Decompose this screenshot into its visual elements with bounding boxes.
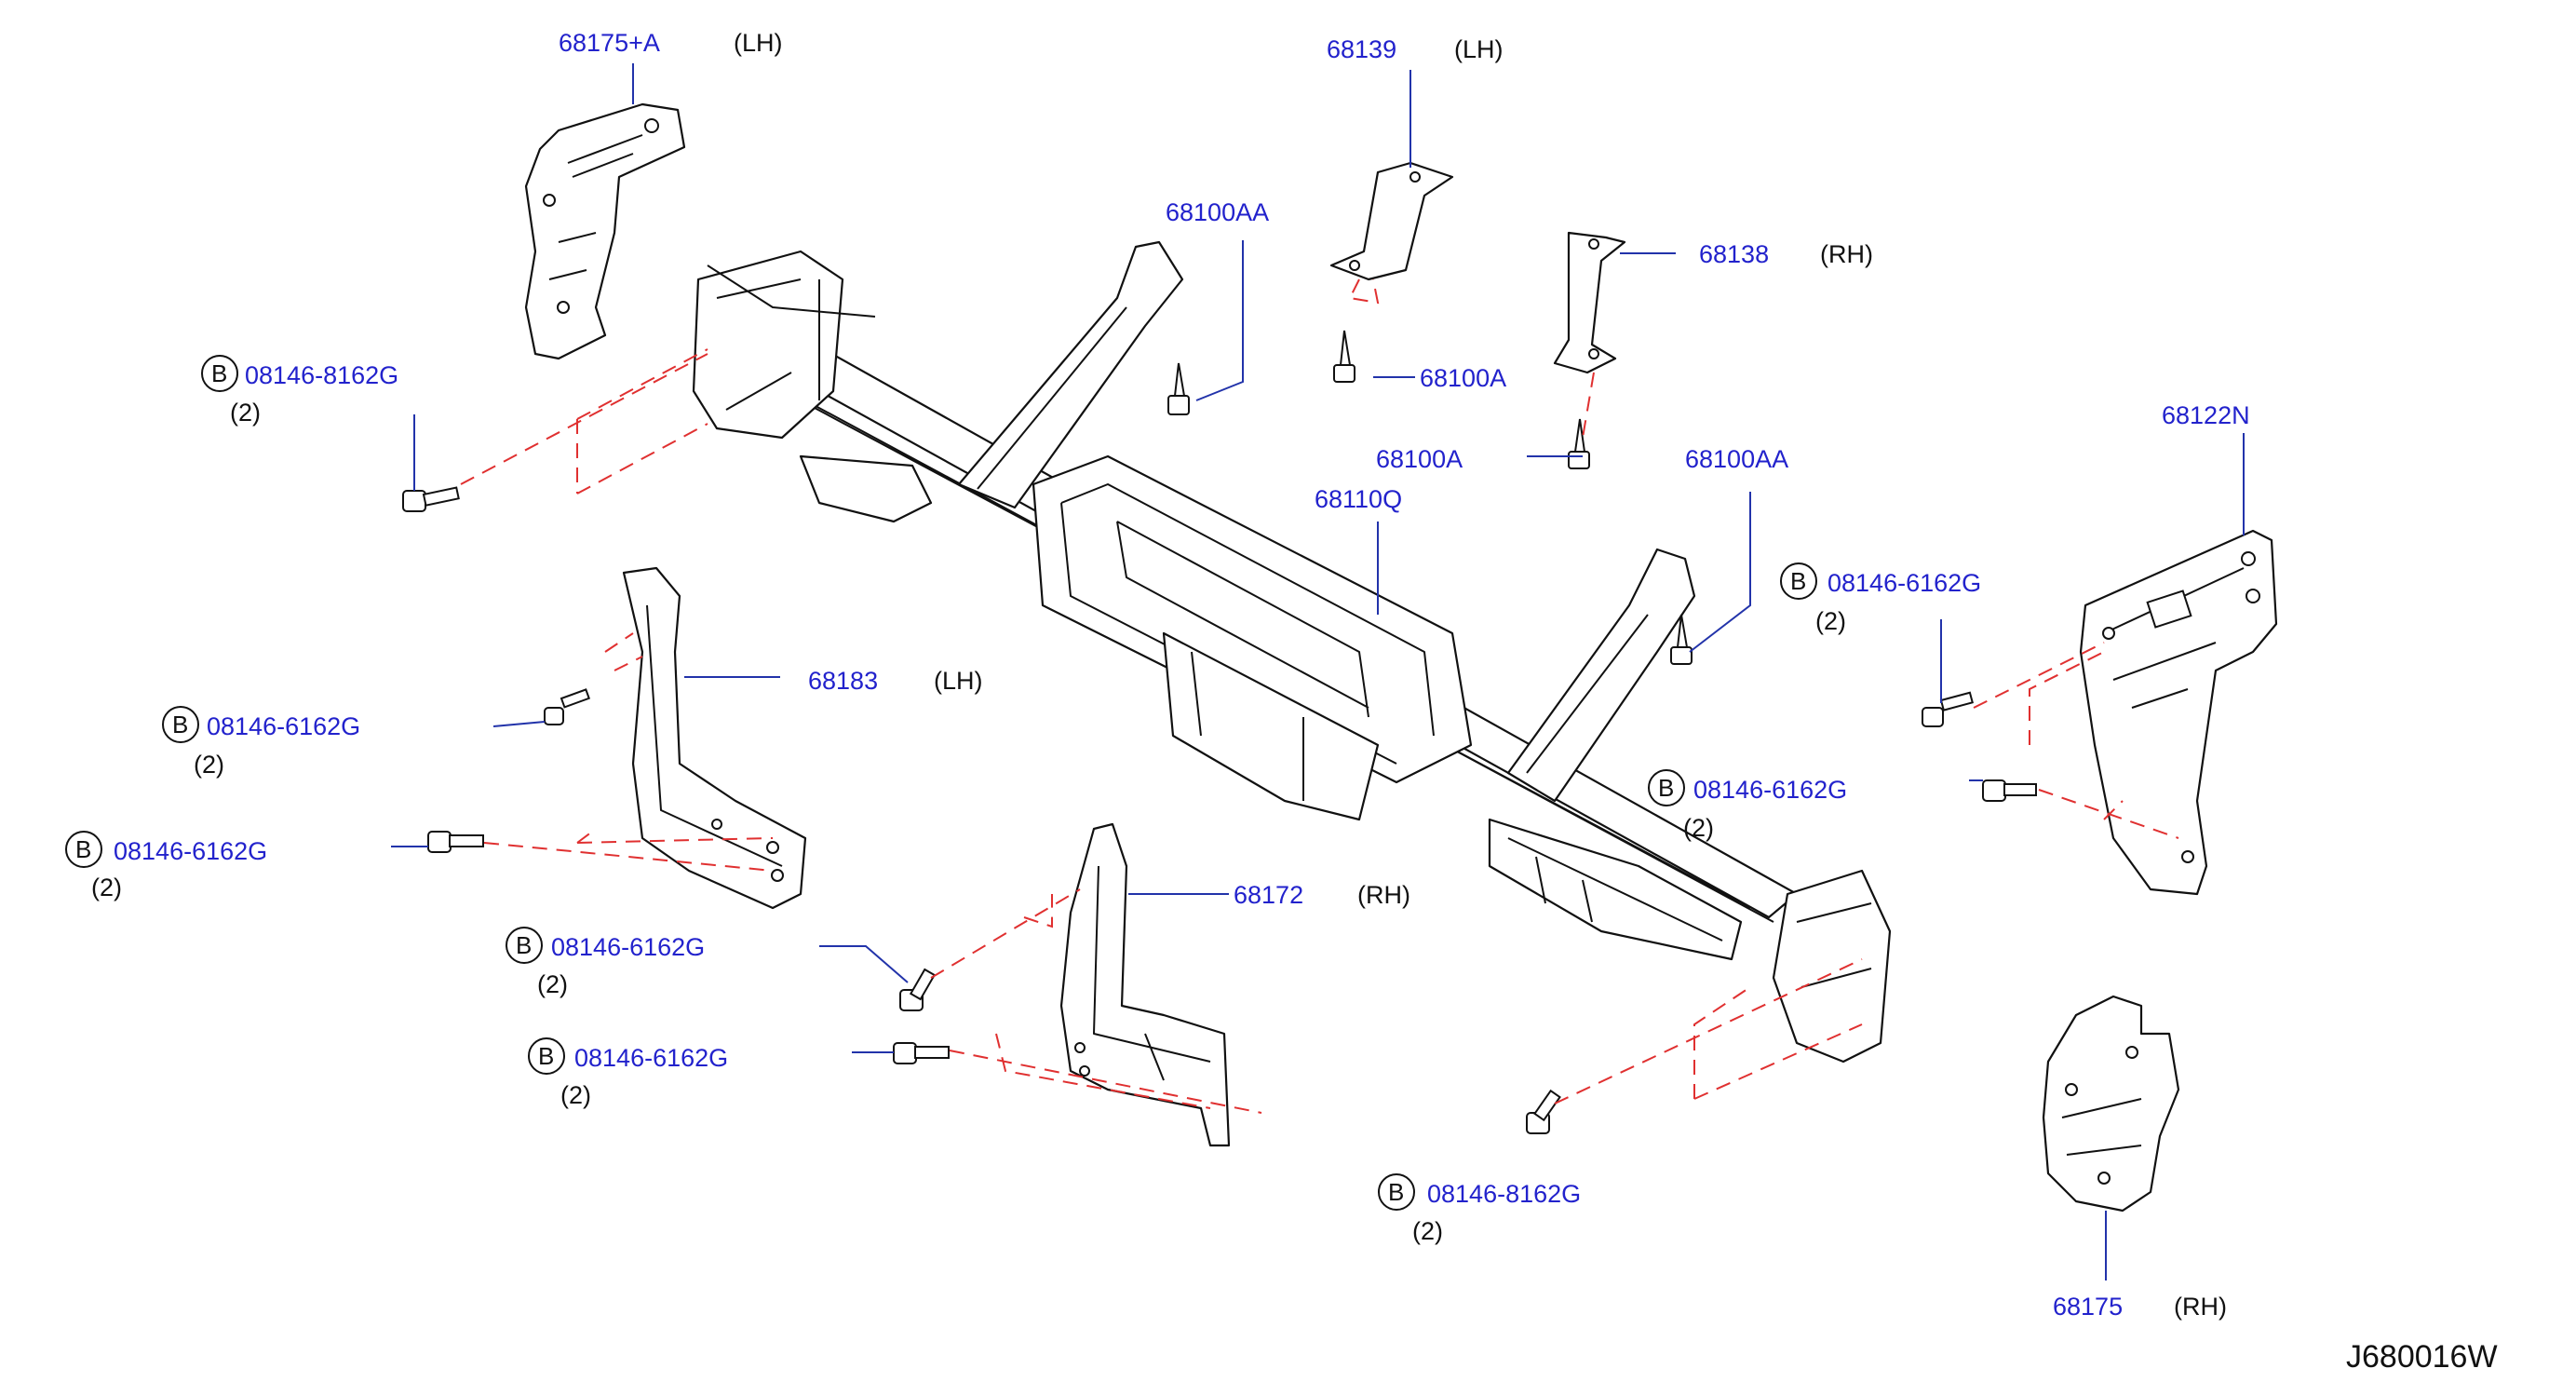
part-label-68100aa[interactable]: 68100AA [1685,445,1788,473]
bracket-68183-lh-drawing[interactable] [622,566,807,910]
bolt-qty: (2) [194,751,224,779]
bracket-68138-rh-drawing[interactable] [1553,231,1626,374]
part-label-68138[interactable]: 68138 [1699,240,1769,268]
bolt-symbol: B [1658,774,1674,802]
bolt-icon [1526,1089,1561,1134]
side-label-rh: (RH) [1357,881,1410,909]
bolt-callout[interactable]: B 08146-6162G (2) [506,927,705,998]
screw-icon [1670,614,1693,665]
bolt-symbol: B [172,711,188,738]
bolt-symbol: B [538,1042,554,1070]
bolt-symbol: B [211,359,227,387]
part-label-68183[interactable]: 68183 [808,667,878,695]
bolt-code: 08146-6162G [1693,776,1847,804]
bolt-code: 08146-8162G [1427,1180,1581,1208]
bracket-68172-rh-drawing[interactable] [1059,822,1231,1147]
bolt-code: 08146-6162G [1827,569,1981,597]
bolt-callout[interactable]: B 08146-6162G (2) [528,1037,728,1109]
part-label-68100a[interactable]: 68100A [1420,364,1506,392]
part-label-68175a[interactable]: 68175+A [559,29,660,57]
screw-icon [1333,330,1355,383]
bolt-icon [402,486,460,512]
part-label-68110q[interactable]: 68110Q [1315,485,1402,513]
bolt-code: 08146-6162G [574,1044,728,1072]
bolt-symbol: B [1388,1178,1404,1206]
part-label-68172[interactable]: 68172 [1234,881,1303,909]
bracket-68139-lh-drawing[interactable] [1329,161,1454,281]
bolt-qty: (2) [1412,1217,1443,1245]
part-label-68175[interactable]: 68175 [2053,1293,2123,1321]
bolt-callout[interactable]: B 08146-8162G (2) [1378,1173,1581,1245]
bolt-icon [1922,691,1974,727]
part-label-68139[interactable]: 68139 [1327,35,1396,63]
bracket-68175a-lh-drawing[interactable] [524,102,686,360]
bolt-code: 08146-6162G [114,837,267,865]
bolt-icon [893,1042,950,1064]
side-label-rh: (RH) [1820,240,1873,268]
bolt-code: 08146-6162G [551,933,705,961]
side-label-lh: (LH) [734,29,783,57]
bolt-symbol: B [75,835,91,863]
screw-icon [1167,362,1190,415]
bolt-symbol: B [516,931,532,959]
bolt-code: 08146-6162G [207,712,360,740]
side-label-lh: (LH) [934,667,983,695]
bolt-qty: (2) [537,970,568,998]
bolt-icon [899,968,937,1011]
leader-lines [391,63,2245,1280]
bolt-qty: (2) [91,874,122,901]
part-label-68100a[interactable]: 68100A [1376,445,1463,473]
diagram-code: J680016W [2346,1339,2498,1375]
part-label-68122n[interactable]: 68122N [2162,401,2250,429]
side-label-lh: (LH) [1454,35,1504,63]
bolt-code: 08146-8162G [245,361,398,389]
part-label-68100aa[interactable]: 68100AA [1166,198,1269,226]
bracket-68175-rh-drawing[interactable] [2042,995,2180,1213]
steering-member-68110q-drawing[interactable] [692,240,1892,1064]
bolt-icon [427,831,484,853]
bolt-icon [1982,779,2037,802]
bolt-callout[interactable]: B 08146-8162G (2) [201,355,398,427]
bolt-qty: (2) [1815,607,1846,635]
bolt-qty: (2) [560,1081,591,1109]
bolt-qty: (2) [230,399,261,427]
bolt-symbol: B [1790,567,1806,595]
bolt-callout[interactable]: B 08146-6162G (2) [65,831,267,901]
bolt-callout[interactable]: B 08146-6162G (2) [162,706,360,779]
side-label-rh: (RH) [2174,1293,2227,1321]
bolt-icon [544,688,591,725]
screw-icon [1568,418,1590,469]
assembly-dashed-lines [460,278,2179,1114]
bolt-qty: (2) [1683,814,1714,842]
bolt-callout[interactable]: B 08146-6162G (2) [1648,769,1847,842]
bracket-68122n-rh-drawing[interactable] [2079,529,2278,896]
bolt-callout[interactable]: B 08146-6162G (2) [1780,562,1981,635]
